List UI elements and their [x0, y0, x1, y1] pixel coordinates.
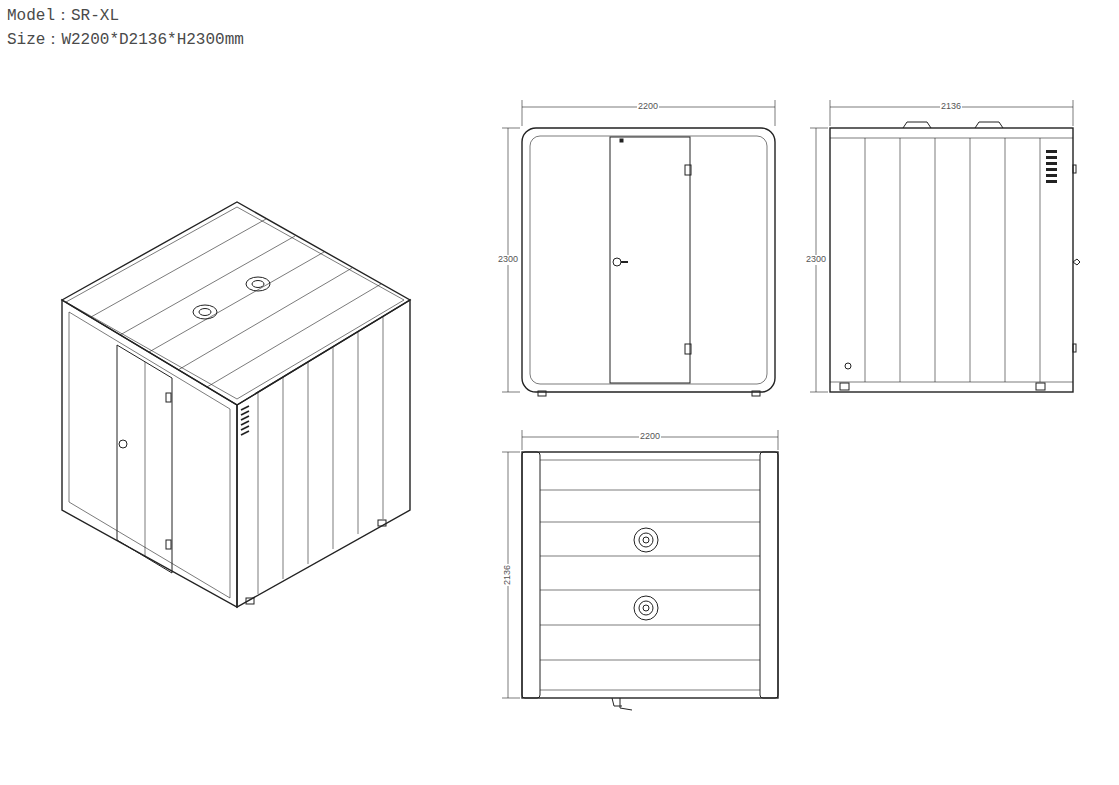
front-view [502, 100, 775, 396]
top-view [502, 430, 778, 710]
side-view [810, 100, 1080, 392]
dimension-text: 2136 [940, 102, 962, 112]
dimension-text: 2200 [637, 102, 659, 112]
spec-text: Size：W2200*D2136*H2300mm [7, 32, 244, 50]
dimension-text: 2200 [639, 432, 661, 442]
dimension-text: 2136 [503, 564, 513, 586]
isometric-view [62, 202, 410, 607]
dimension-text: 2300 [805, 255, 827, 265]
dimension-text: 2300 [497, 255, 519, 265]
spec-text: Model：SR-XL [7, 8, 119, 26]
